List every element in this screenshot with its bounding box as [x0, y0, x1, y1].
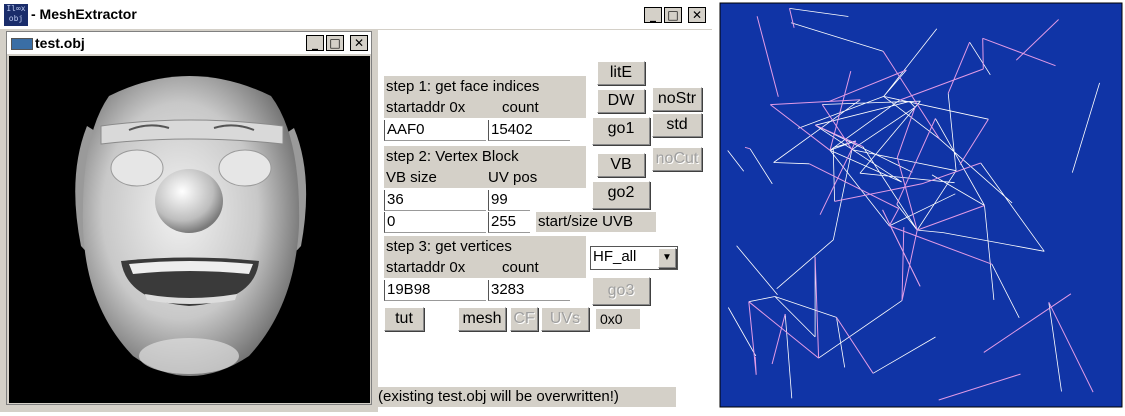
uv-edges-pink [744, 8, 1094, 401]
child-titlebar[interactable] [7, 32, 371, 54]
step1-startaddr-input[interactable]: AAF0 [384, 120, 486, 141]
child-close-button[interactable]: ✕ [350, 35, 368, 51]
warning-box [376, 387, 676, 407]
step1-heading: step 1: get face indices [386, 78, 540, 95]
close-button[interactable]: ✕ [688, 7, 706, 23]
start-size-uvb-label: start/size UVB [538, 213, 634, 230]
vb-size-label: VB size [386, 169, 437, 186]
uvs-button[interactable]: UVs [541, 307, 589, 331]
child-maximize-button[interactable]: □ [326, 35, 344, 51]
step2-heading: step 2: Vertex Block [386, 148, 519, 165]
app-titlebar[interactable] [0, 0, 712, 29]
child-title: test.obj [35, 35, 85, 51]
step3-startaddr-label: startaddr 0x [386, 259, 466, 276]
step1-count-input[interactable]: 15402 [488, 120, 570, 141]
lite-button[interactable]: litE [597, 61, 645, 85]
hex-readout-box [596, 309, 640, 329]
mode-select-value: HF_all [593, 248, 637, 265]
app-icon: Il∞x obj [4, 4, 28, 26]
nocut-button[interactable]: noCut [652, 147, 702, 171]
step3-box [384, 236, 586, 278]
face-model-render [75, 76, 307, 376]
startsize-box [536, 212, 656, 232]
mesh-button[interactable]: mesh [458, 307, 506, 331]
overwrite-warning: (existing test.obj will be overwritten!) [378, 388, 619, 405]
uvb-start-input[interactable]: 0 [384, 212, 486, 233]
go2-button[interactable]: go2 [592, 181, 650, 209]
uv-pos-label: UV pos [488, 169, 538, 186]
dw-button[interactable]: DW [597, 89, 645, 113]
uv-pos-input[interactable]: 99 [488, 190, 530, 211]
uv-edges-white [727, 8, 1100, 399]
app-title: - MeshExtractor [31, 6, 137, 22]
nostr-button[interactable]: noStr [652, 87, 702, 111]
uvb-size-input[interactable]: 255 [488, 212, 530, 233]
step1-box [384, 76, 586, 118]
vb-button[interactable]: VB [597, 153, 645, 177]
go3-button[interactable]: go3 [592, 277, 650, 305]
hex-readout: 0x0 [600, 311, 623, 327]
go1-button[interactable]: go1 [592, 117, 650, 145]
std-button[interactable]: std [652, 113, 702, 137]
tut-button[interactable]: tut [384, 307, 424, 331]
step3-heading: step 3: get vertices [386, 238, 512, 255]
uv-wireframe [719, 2, 1123, 408]
step1-startaddr-label: startaddr 0x [386, 99, 466, 116]
minimize-button[interactable]: _ [644, 7, 662, 23]
chevron-down-icon[interactable]: ▼ [658, 248, 676, 268]
step3-count-label: count [502, 259, 539, 276]
child-minimize-button[interactable]: _ [306, 35, 324, 51]
uv-background [719, 2, 1123, 408]
step3-count-input[interactable]: 3283 [488, 280, 570, 301]
step3-startaddr-input[interactable]: 19B98 [384, 280, 486, 301]
maximize-button[interactable]: □ [664, 7, 682, 23]
cf-button[interactable]: CF [510, 307, 538, 331]
vb-size-input[interactable]: 36 [384, 190, 486, 211]
document-icon [11, 38, 33, 50]
step2-box [384, 146, 586, 188]
uv-view-window[interactable] [717, 0, 1125, 412]
step1-count-label: count [502, 99, 539, 116]
3d-viewport[interactable] [9, 56, 370, 403]
